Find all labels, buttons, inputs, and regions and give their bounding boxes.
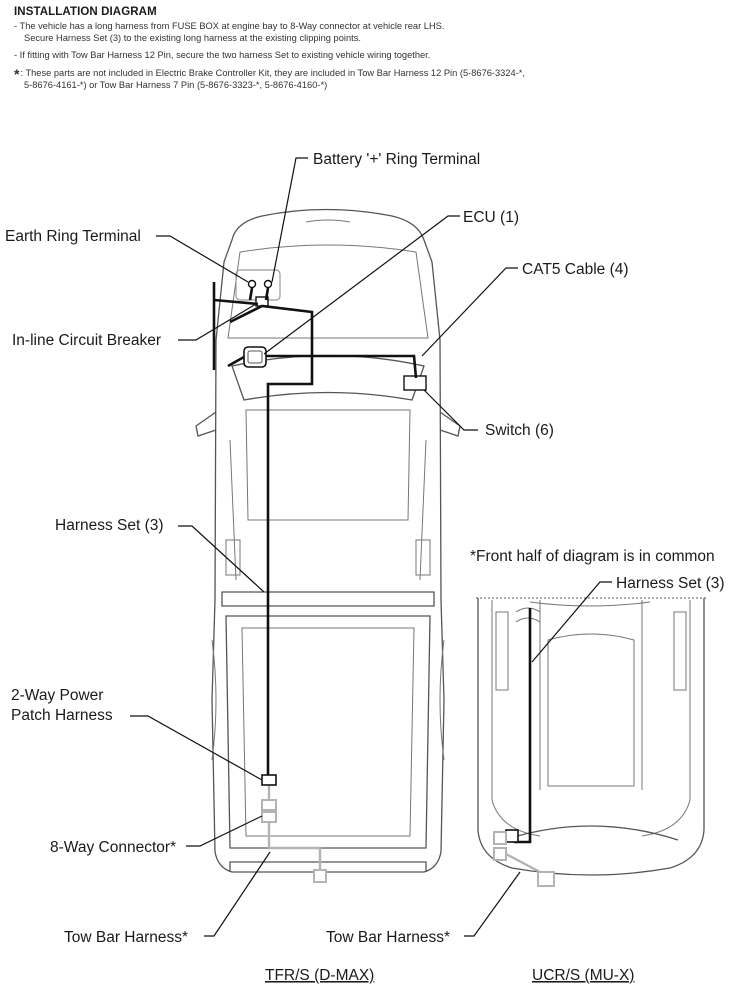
label-2-way-power-patch-line1: 2-Way Power	[11, 687, 103, 704]
note-line: - If fitting with Tow Bar Harness 12 Pin…	[14, 50, 431, 60]
2-way-power-patch-connector	[261, 774, 277, 786]
caption-dmax: TFR/S (D-MAX)	[265, 967, 374, 984]
caption-mux: UCR/S (MU-X)	[532, 967, 634, 984]
label-8-way-connector: 8-Way Connector*	[50, 839, 176, 856]
earth-ring-terminal-point	[247, 279, 257, 289]
note-line: - The vehicle has a long harness from FU…	[14, 21, 445, 31]
label-earth-ring-terminal: Earth Ring Terminal	[5, 228, 141, 245]
label-common-note: *Front half of diagram is in common	[470, 548, 715, 565]
note-line: 5-8676-4161-*) or Tow Bar Harness 7 Pin …	[24, 80, 328, 90]
switch-unit	[403, 375, 427, 391]
asterisk-marker: *	[14, 65, 20, 82]
label-switch: Switch (6)	[485, 422, 554, 439]
label-battery-ring-terminal: Battery '+' Ring Terminal	[313, 151, 480, 168]
note-line: Secure Harness Set (3) to the existing l…	[24, 32, 361, 43]
ecu-unit	[243, 346, 267, 368]
label-2-way-power-patch-line2: Patch Harness	[11, 707, 113, 724]
label-cat5-cable: CAT5 Cable (4)	[522, 261, 629, 278]
label-harness-set-right: Harness Set (3)	[616, 575, 725, 592]
label-ecu: ECU (1)	[463, 209, 519, 226]
footnote: *: These parts are not included in Elect…	[14, 65, 729, 82]
label-tow-bar-harness-left: Tow Bar Harness*	[64, 929, 188, 946]
leader-lines	[130, 157, 612, 937]
note-line: : These parts are not included in Electr…	[20, 67, 525, 78]
label-in-line-circuit-breaker: In-line Circuit Breaker	[12, 332, 161, 349]
battery-ring-terminal-point	[263, 279, 273, 289]
tow-bar-harness-mux	[493, 831, 555, 887]
diagram-title: INSTALLATION DIAGRAM	[14, 6, 157, 18]
label-harness-set-left: Harness Set (3)	[55, 517, 164, 534]
vehicle-dmax-outline	[195, 208, 461, 873]
harness-wiring-dmax	[212, 282, 418, 778]
tow-bar-harness-dmax	[261, 786, 327, 883]
vehicle-mux-outline	[476, 597, 706, 876]
installation-header: INSTALLATION DIAGRAM - The vehicle has a…	[14, 6, 729, 92]
harness-wiring-mux	[505, 608, 532, 844]
label-tow-bar-harness-right: Tow Bar Harness*	[326, 929, 450, 946]
